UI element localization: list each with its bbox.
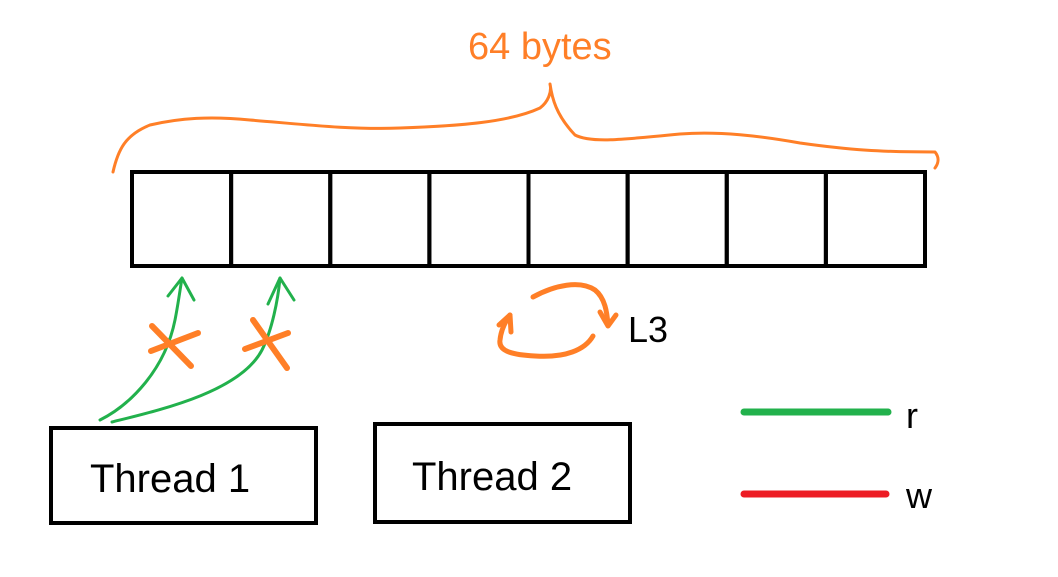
blocked-cross-1 [148,323,201,369]
l3-cycle-arrow-bottom-head [496,312,514,335]
cache-line-cell [130,170,234,268]
read-arrow-1 [98,276,184,422]
read-arrow-2 [110,276,282,424]
read-arrow-2-head [266,276,296,306]
cache-line-cell [625,170,729,268]
thread-1-label: Thread 1 [90,457,251,501]
thread-2-label: Thread 2 [412,455,573,499]
read-arrow-1-head [166,276,196,302]
l3-label: L3 [628,309,669,350]
cache-line-size-label: 64 bytes [468,26,612,68]
l3-cycle-arrow-top-head [597,309,619,329]
legend-read-label: r [906,395,918,436]
legend-write-label: w [906,475,932,516]
cache-line-cell [526,170,630,268]
thread-1-box [49,426,318,525]
size-brace [111,82,940,174]
cache-line-cell [724,170,828,268]
cache-line-cell [427,170,531,268]
cache-line [130,170,927,268]
l3-cycle-arrow-top [530,282,611,328]
cache-line-cell [229,170,333,268]
blocked-cross-2 [242,317,291,371]
l3-cycle-arrow-bottom [497,312,596,359]
cache-line-cell [823,170,927,268]
thread-2-box [373,422,632,524]
cache-line-cell [328,170,432,268]
